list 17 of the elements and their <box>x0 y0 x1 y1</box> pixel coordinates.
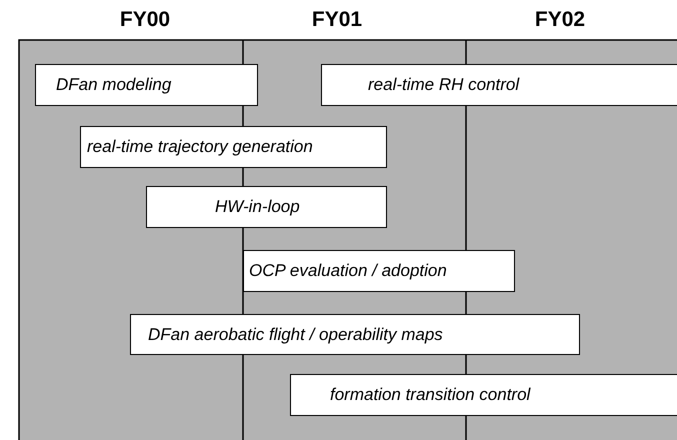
task-bar <box>146 186 387 228</box>
task-bar <box>130 314 580 355</box>
year-heading: FY02 <box>534 8 586 32</box>
year-heading: FY01 <box>312 8 362 32</box>
task-label: real-time trajectory generation <box>87 137 313 157</box>
task-label: DFan aerobatic flight / operability maps <box>148 324 443 344</box>
task-bar <box>35 64 258 106</box>
task-bar <box>290 374 677 416</box>
task-label: OCP evaluation / adoption <box>249 261 447 281</box>
task-label: real-time RH control <box>368 75 520 95</box>
task-label: formation transition control <box>330 385 530 405</box>
task-label: HW-in-loop <box>215 197 300 217</box>
task-bar <box>80 126 387 168</box>
task-bar <box>243 250 515 292</box>
task-label: DFan modeling <box>56 75 172 95</box>
task-bar <box>321 64 677 106</box>
year-heading: FY00 <box>120 8 170 32</box>
